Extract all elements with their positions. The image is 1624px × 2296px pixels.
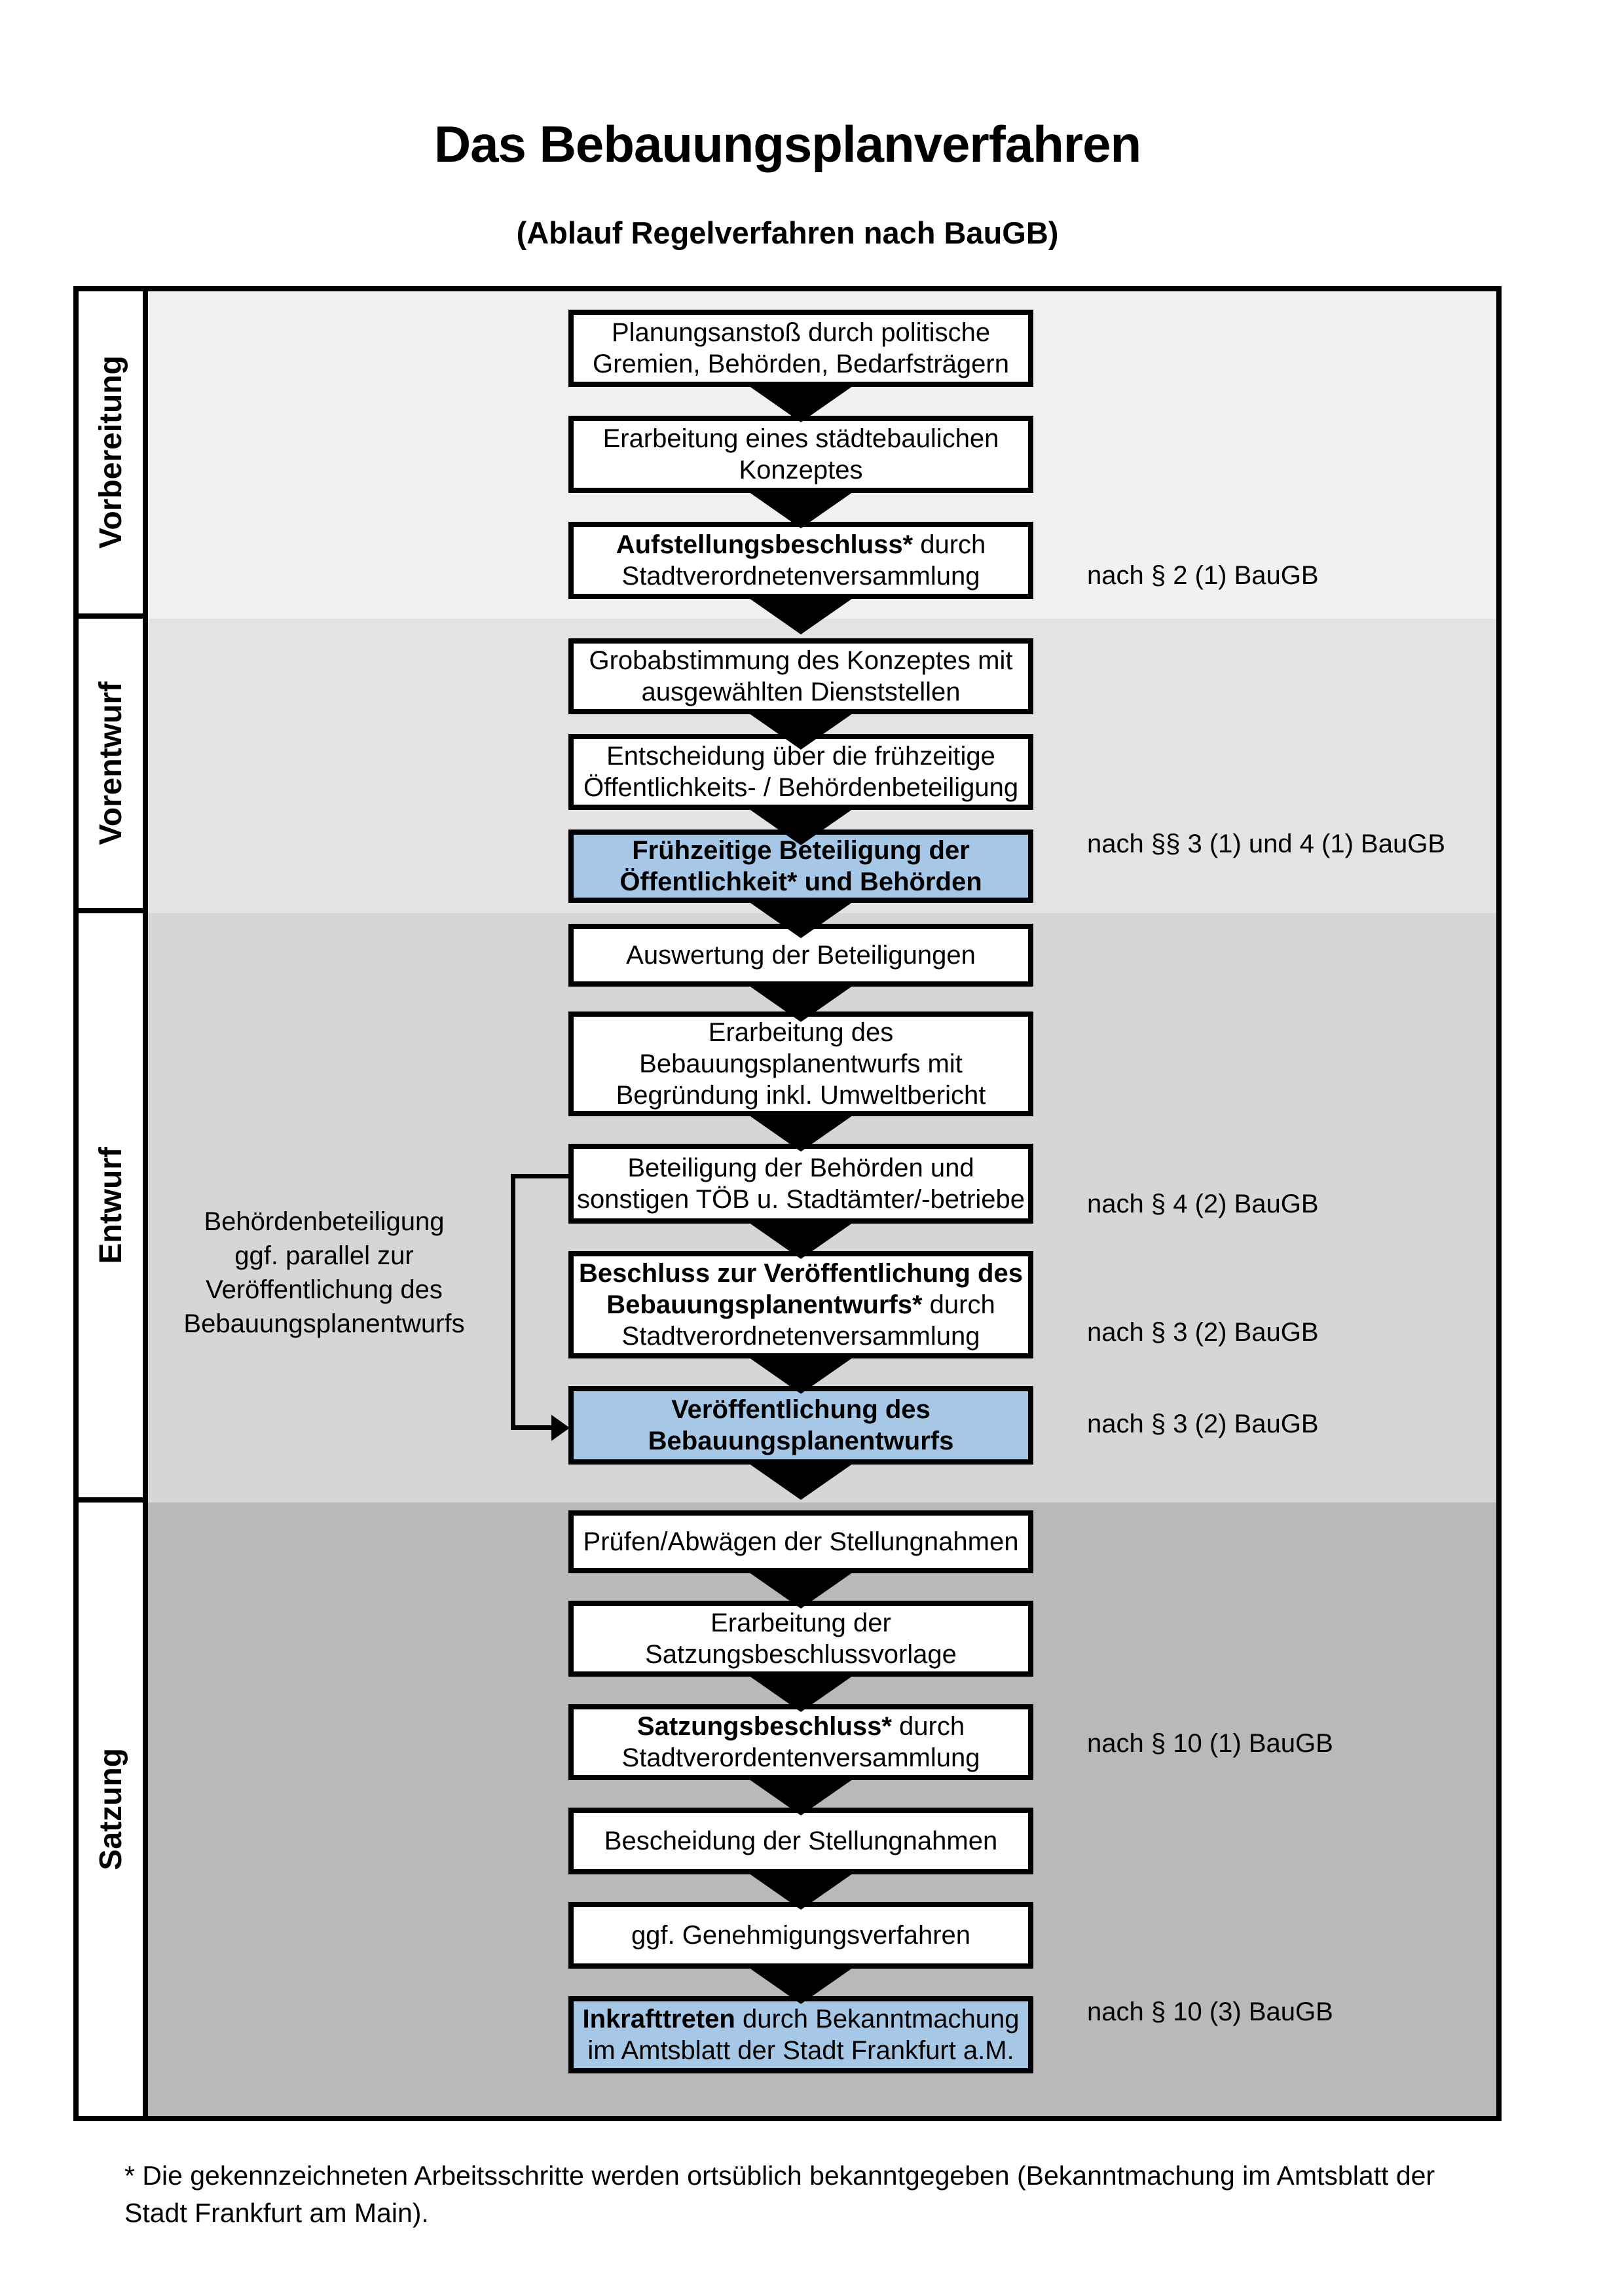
step-line: Stadtverordnetenversammlung [621, 562, 980, 591]
step-line: Veröffentlichung des [671, 1395, 931, 1424]
step-line: Bebauungsplanentwurfs mit [639, 1049, 963, 1078]
parallel-procedure-note: Behördenbeteiligung ggf. parallel zur Ve… [177, 1205, 471, 1341]
step-line: Erarbeitung eines städtebaulichen [602, 424, 999, 453]
down-arrow-icon [745, 1569, 857, 1609]
connector-right-arrow-icon [551, 1415, 570, 1441]
down-arrow-icon [745, 1673, 857, 1712]
step-box-satzungsvorlage: Erarbeitung der Satzungsbeschlussvorlage [568, 1601, 1033, 1677]
step-box-veroeffentlichungsbeschluss: Beschluss zur Veröffentlichung des Bebau… [568, 1251, 1033, 1358]
step-line: Satzungsbeschlussvorlage [645, 1640, 957, 1669]
step-line: Auswertung der Beteiligungen [626, 941, 976, 970]
parallel-note-line: Bebauungsplanentwurfs [183, 1309, 465, 1338]
step-line: Stadtverordentenversammlung [621, 1743, 980, 1772]
down-arrow-icon [745, 1220, 857, 1259]
down-arrow-icon [745, 983, 857, 1022]
phase-label-vorentwurf: Vorentwurf [93, 682, 128, 845]
step-box-pruefen-abwaegen: Prüfen/Abwägen der Stellungnahmen [568, 1510, 1033, 1573]
step-line: Aufstellungsbeschluss* durch [616, 530, 986, 559]
sidebar-cell-satzung: Satzung [79, 1503, 148, 2116]
step-line: Öffentlichkeit* und Behörden [619, 867, 982, 896]
law-reference-note: nach § 4 (2) BauGB [1087, 1190, 1319, 1218]
step-line: Erarbeitung des [708, 1018, 894, 1047]
step-line: im Amtsblatt der Stadt Frankfurt a.M. [587, 2036, 1014, 2065]
step-box-konzept-erarbeitung: Erarbeitung eines städtebaulichen Konzep… [568, 416, 1033, 493]
step-box-genehmigungsverfahren: ggf. Genehmigungsverfahren [568, 1902, 1033, 1969]
step-line: Öffentlichkeits- / Behördenbeteiligung [583, 773, 1019, 802]
step-line: Planungsanstoß durch politische [611, 318, 991, 347]
step-line: Bebauungsplanentwurfs* durch [606, 1290, 995, 1319]
step-line: Gremien, Behörden, Bedarfsträgern [593, 350, 1009, 378]
down-arrow-icon [745, 1870, 857, 1910]
step-box-entwurf-erarbeitung: Erarbeitung des Bebauungsplanentwurfs mi… [568, 1011, 1033, 1116]
phase-label-entwurf: Entwurf [93, 1146, 128, 1264]
down-arrow-icon [745, 710, 857, 750]
down-arrow-icon [745, 1112, 857, 1152]
page-subtitle: (Ablauf Regelverfahren nach BauGB) [516, 215, 1059, 250]
step-line: sonstigen TÖB u. Stadtämter/-betriebe [576, 1185, 1025, 1214]
step-box-aufstellungsbeschluss: Aufstellungsbeschluss* durch Stadtverord… [568, 522, 1033, 599]
law-reference-note: nach § 2 (1) BauGB [1087, 561, 1319, 590]
step-box-bescheidung: Bescheidung der Stellungnahmen [568, 1808, 1033, 1874]
step-line: Erarbeitung der [710, 1609, 891, 1637]
sidebar-cell-vorbereitung: Vorbereitung [79, 291, 148, 619]
parallel-note-line: Veröffentlichung des [206, 1275, 443, 1304]
down-arrow-icon [745, 1461, 857, 1500]
law-reference-note: nach § 10 (3) BauGB [1087, 1997, 1333, 2026]
step-box-grobabstimmung: Grobabstimmung des Konzeptes mit ausgewä… [568, 638, 1033, 714]
connector-top-line [511, 1174, 568, 1178]
down-arrow-icon [745, 899, 857, 938]
step-line: Konzeptes [739, 456, 863, 484]
down-arrow-icon [745, 383, 857, 422]
step-line: Bescheidung der Stellungnahmen [604, 1827, 998, 1855]
step-line: Beteiligung der Behörden und [627, 1154, 974, 1182]
step-line: ggf. Genehmigungsverfahren [631, 1921, 971, 1950]
law-reference-note: nach § 3 (2) BauGB [1087, 1318, 1319, 1347]
down-arrow-icon [745, 1776, 857, 1815]
step-line: ausgewählten Dienststellen [641, 678, 961, 706]
step-line: Inkrafttreten durch Bekanntmachung [582, 2005, 1020, 2033]
step-box-veroeffentlichung: Veröffentlichung des Bebauungsplanentwur… [568, 1386, 1033, 1465]
step-line: Satzungsbeschluss* durch [637, 1712, 965, 1741]
page-title-text: Das Bebauungsplanverfahren [434, 115, 1141, 173]
step-line: Grobabstimmung des Konzeptes mit [589, 646, 1013, 675]
sidebar-cell-vorentwurf: Vorentwurf [79, 619, 148, 913]
law-reference-note: nach § 10 (1) BauGB [1087, 1729, 1333, 1758]
connector-vertical-line [511, 1174, 515, 1430]
parallel-note-line: ggf. parallel zur [234, 1241, 414, 1270]
step-line: Begründung inkl. Umweltbericht [616, 1081, 986, 1110]
down-arrow-icon [745, 1965, 857, 2004]
connector-bottom-line [511, 1425, 554, 1430]
sidebar-cell-entwurf: Entwurf [79, 913, 148, 1503]
step-line: Stadtverordnetenversammlung [621, 1322, 980, 1351]
page-title: Das Bebauungsplanverfahren [73, 115, 1502, 174]
step-box-inkrafttreten: Inkrafttreten durch Bekanntmachung im Am… [568, 1996, 1033, 2073]
phase-label-vorbereitung: Vorbereitung [93, 355, 128, 549]
law-reference-note: nach § 3 (2) BauGB [1087, 1410, 1319, 1438]
law-reference-note: nach §§ 3 (1) und 4 (1) BauGB [1087, 829, 1445, 858]
step-line: Beschluss zur Veröffentlichung des [579, 1259, 1023, 1288]
step-box-planungsanstoss: Planungsanstoß durch politische Gremien,… [568, 310, 1033, 387]
down-arrow-icon [745, 489, 857, 528]
footnote: * Die gekennzeichneten Arbeitsschritte w… [124, 2160, 1435, 2228]
parallel-note-line: Behördenbeteiligung [204, 1207, 445, 1236]
step-line: Prüfen/Abwägen der Stellungnahmen [583, 1527, 1019, 1556]
step-box-behoerdenbeteiligung: Beteiligung der Behörden und sonstigen T… [568, 1144, 1033, 1224]
down-arrow-icon [745, 806, 857, 845]
step-line: Bebauungsplanentwurfs [648, 1427, 954, 1455]
step-box-satzungsbeschluss: Satzungsbeschluss* durch Stadtverordente… [568, 1704, 1033, 1780]
flowchart-frame: Vorbereitung Vorentwurf Entwurf Satzung … [73, 286, 1502, 2121]
down-arrow-icon [745, 1355, 857, 1394]
phase-label-satzung: Satzung [93, 1748, 128, 1870]
down-arrow-icon [745, 595, 857, 634]
